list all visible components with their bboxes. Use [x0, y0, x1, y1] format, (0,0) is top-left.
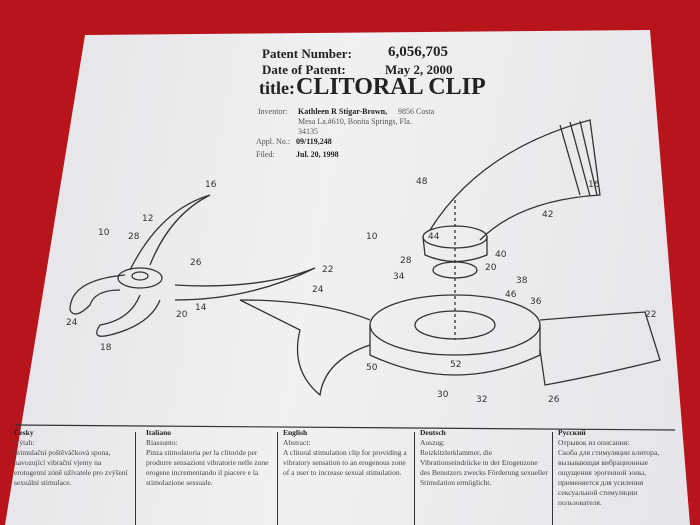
- patent-number-label: Patent Number:: [262, 46, 352, 61]
- figure-reference-number: 24: [312, 285, 324, 295]
- inventor-label: Inventor:: [258, 107, 288, 116]
- inventor-address: 9856 Costa: [398, 107, 435, 116]
- abstract-heading: Riassunto:: [146, 438, 178, 447]
- abstract-lang: English: [283, 428, 308, 437]
- figure-reference-number: 18: [100, 343, 112, 353]
- figure-reference-number: 20: [176, 310, 188, 320]
- figure-reference-number: 16: [205, 180, 217, 190]
- appl-number: 09/119,248: [296, 137, 332, 146]
- figure-reference-number: 10: [366, 232, 378, 242]
- figure-reference-number: 14: [195, 303, 207, 313]
- figure-reference-number: 32: [476, 395, 488, 405]
- figure-reference-number: 24: [66, 318, 78, 328]
- patent-number: 6,056,705: [388, 44, 448, 60]
- title-label: title:: [259, 78, 295, 98]
- figure-reference-number: 46: [505, 290, 517, 300]
- abstract-lang: Русский: [558, 428, 586, 437]
- figure-reference-number: 44: [428, 232, 440, 242]
- clip-figure-small: [69, 194, 316, 337]
- abstract-heading: Отрывок из описания:: [558, 438, 630, 447]
- abstract-heading: Auszug:: [420, 438, 445, 447]
- patent-date: May 2, 2000: [385, 62, 453, 77]
- abstract-russian: Русский Отрывок из описания: Скоба для с…: [558, 428, 678, 508]
- abstract-german: Deutsch Auszug: Reizkitzlerklammer, die …: [420, 428, 548, 488]
- figure-reference-number: 22: [645, 310, 657, 320]
- filed-date: Jul. 20, 1998: [296, 150, 339, 159]
- abstract-czech: Česky Výtah: Stimulační poštěváčková spo…: [14, 428, 132, 488]
- date-label: Date of Patent:: [262, 62, 346, 77]
- abstract-lang: Česky: [14, 428, 34, 437]
- appl-label: Appl. No.:: [256, 137, 290, 146]
- abstract-text: Скоба для стимуляции клитора, вызывающая…: [558, 448, 660, 507]
- column-divider: [414, 432, 415, 525]
- figure-reference-number: 40: [495, 250, 507, 260]
- figure-reference-number: 26: [190, 258, 202, 268]
- figure-reference-number: 48: [416, 177, 428, 187]
- inventor-address: 34135: [298, 127, 318, 136]
- abstract-lang: Italiano: [146, 428, 172, 437]
- column-divider: [277, 432, 278, 525]
- clip-figure-exploded: [239, 119, 661, 397]
- figure-reference-number: 36: [530, 297, 542, 307]
- abstract-italian: Italiano Riassunto: Pinza stimolatoria p…: [146, 428, 274, 488]
- inventor-name: Kathleen R Stigar-Brown,: [298, 107, 388, 116]
- abstract-text: A clitoral stimulation clip for providin…: [283, 448, 407, 477]
- figure-reference-number: 30: [437, 390, 449, 400]
- abstract-text: Reizkitzlerklammer, die Vibrationseindrü…: [420, 448, 548, 487]
- figure-reference-number: 52: [450, 360, 462, 370]
- abstract-heading: Výtah:: [14, 438, 35, 447]
- figure-reference-number: 26: [548, 395, 560, 405]
- figure-reference-number: 28: [128, 232, 140, 242]
- abstract-lang: Deutsch: [420, 428, 446, 437]
- column-divider: [135, 432, 136, 525]
- figure-reference-number: 50: [366, 363, 378, 373]
- abstract-text: Pinza stimolatoria per la clitoride per …: [146, 448, 269, 487]
- patent-title: CLITORAL CLIP: [296, 74, 486, 100]
- column-divider: [552, 432, 553, 525]
- figure-reference-number: 28: [400, 256, 412, 266]
- abstract-english: English Abstract: A clitoral stimulation…: [283, 428, 411, 478]
- figure-reference-number: 16: [588, 180, 600, 190]
- figure-reference-number: 12: [142, 214, 154, 224]
- inventor-address: Mesa La.#610, Bonita Springs, Fla.: [298, 117, 412, 126]
- abstract-heading: Abstract:: [283, 438, 311, 447]
- figure-reference-number: 22: [322, 265, 334, 275]
- figure-reference-number: 42: [542, 210, 554, 220]
- filed-label: Filed:: [256, 150, 275, 159]
- figure-reference-number: 10: [98, 228, 110, 238]
- abstract-text: Stimulační poštěváčková spona, navozujíc…: [14, 448, 128, 487]
- figure-reference-number: 38: [516, 276, 528, 286]
- figure-reference-number: 34: [393, 272, 405, 282]
- figure-reference-number: 20: [485, 263, 497, 273]
